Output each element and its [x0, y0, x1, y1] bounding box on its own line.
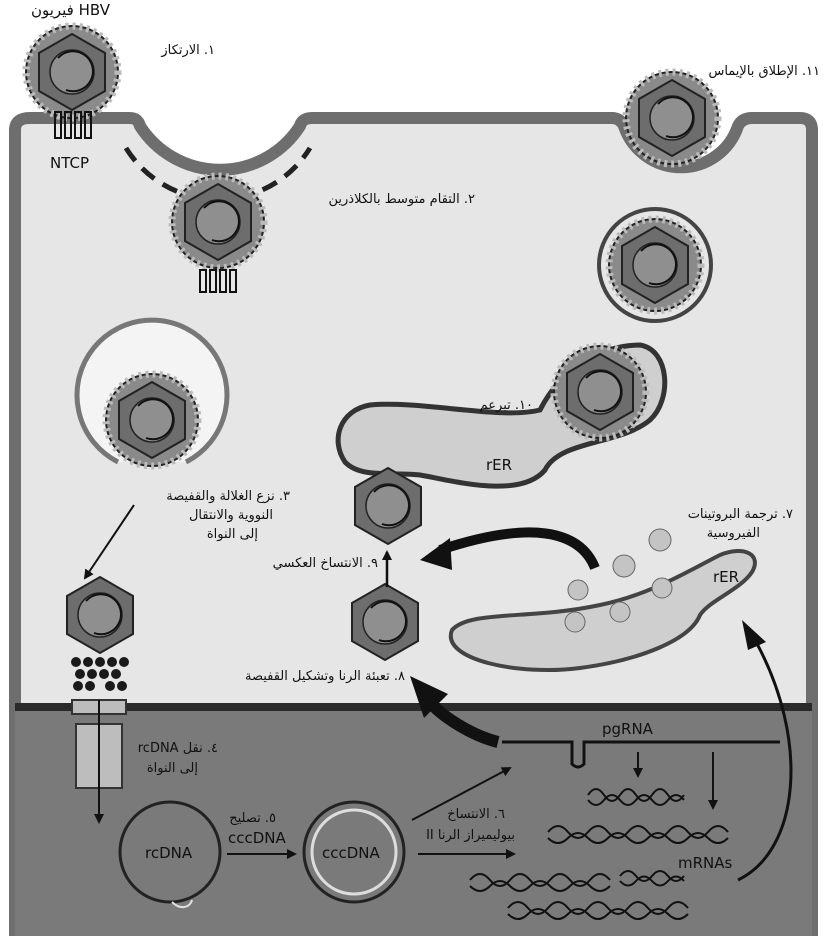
ntcp-receptor-endosome	[199, 269, 237, 293]
cccdna-outer	[302, 800, 406, 904]
arrow-encapsidation-head	[410, 676, 448, 718]
label-step5-line1: ٥. تصليح	[229, 811, 276, 826]
arrow-translation	[737, 639, 793, 882]
label-rer-lower: rER	[713, 568, 739, 586]
label-step7-line1: ٧. ترجمة البروتينات	[688, 507, 793, 522]
label-step8: ٨. تعبئة الرنا وتشكيل القفيصة	[245, 669, 405, 684]
label-step6-line1: ٦. الانتساخ	[447, 807, 505, 822]
label-step4-line2: إلى النواة	[147, 761, 198, 776]
mrna-strands	[469, 788, 729, 920]
label-ntcp: NTCP	[50, 154, 89, 172]
arrow-recycling-head	[420, 538, 452, 570]
label-step4-line1: ٤. نقل rcDNA	[138, 741, 218, 756]
label-cccdna: cccDNA	[322, 844, 381, 862]
label-step7-line2: الفيروسية	[707, 526, 760, 541]
hbv-virion-endocytosed	[172, 176, 264, 268]
label-step6-line2: بيوليميراز الرنا II	[426, 828, 515, 843]
pore-beads	[71, 657, 129, 691]
label-rcdna: rcDNA	[145, 844, 193, 862]
label-rer-upper: rER	[486, 456, 512, 474]
label-step11: ١١. الإطلاق بالإيماس	[708, 64, 820, 79]
rcdna-circle	[118, 800, 222, 904]
label-step1: ١. الارتكاز	[160, 43, 215, 58]
label-mrnas: mRNAs	[678, 854, 733, 872]
rcdna-gap	[171, 899, 193, 908]
arrow-transcription-up	[411, 767, 512, 821]
cccdna-inner	[310, 808, 398, 896]
arrow-recycling	[438, 527, 600, 571]
label-step5-line2: cccDNA	[228, 829, 287, 847]
viral-proteins	[564, 528, 673, 633]
ntcp-receptor	[54, 111, 92, 139]
label-step3-line1: ٣. نزع الغلالة والقفيصة	[166, 489, 290, 504]
hbv-virion-attached	[26, 26, 118, 118]
hbv-virion-exocytosis	[626, 72, 718, 164]
hbv-virion-uncoating	[106, 374, 198, 466]
hbv-virion-budding	[554, 346, 646, 438]
arrow-translation-head	[742, 620, 766, 650]
label-step3-line2: النووية والانتقال	[189, 508, 273, 523]
label-step9: ٩. الانتساخ العكسي	[273, 556, 378, 571]
label-pgrna: pgRNA	[602, 720, 654, 738]
label-step2: ٢. التقام متوسط بالكلاذرين	[329, 192, 476, 207]
pgrna-strand	[502, 740, 780, 769]
rer-lower	[448, 549, 757, 672]
hbv-virion-vesicle	[609, 219, 701, 311]
label-step10: ١٠. تبرعم	[480, 398, 533, 413]
label-step3-line3: إلى النواة	[207, 527, 258, 542]
label-virion: فيريون HBV	[31, 1, 111, 19]
arrow-to-nucleus	[83, 504, 135, 580]
